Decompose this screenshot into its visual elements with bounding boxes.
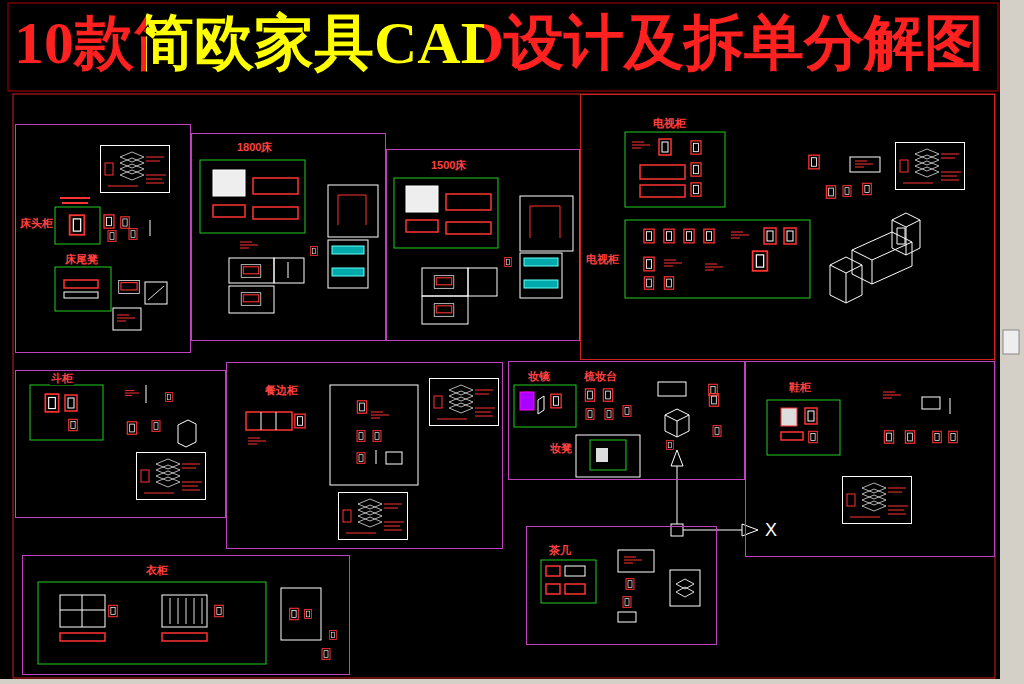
furniture-region: 妆镜 梳妆台妆凳 <box>508 361 745 480</box>
furniture-region: 餐边柜 <box>226 362 503 549</box>
furniture-label: 鞋柜 <box>788 381 812 394</box>
furniture-label: 床头柜 <box>19 217 54 230</box>
furniture-label: 妆镜 <box>527 370 551 383</box>
furniture-label: 餐边柜 <box>264 384 299 397</box>
furniture-region: 斗柜 <box>15 370 226 518</box>
furniture-region: 鞋柜 <box>745 361 995 557</box>
furniture-label: 斗柜 <box>50 372 74 385</box>
axis-label: X <box>764 520 778 540</box>
furniture-region: 1500床 <box>386 149 580 341</box>
furniture-region: 茶几 <box>526 526 717 645</box>
furniture-label: 1500床 <box>430 159 467 172</box>
drawing-title: 10款简欧家具CAD设计及拆单分解图 <box>14 4 984 82</box>
furniture-label: 梳妆台 <box>583 370 618 383</box>
furniture-region: 1800床 <box>191 133 386 341</box>
furniture-label: 床尾凳 <box>64 253 99 266</box>
furniture-label: 茶几 <box>548 544 572 557</box>
furniture-label: 1800床 <box>236 141 273 154</box>
furniture-label: 衣柜 <box>145 564 169 577</box>
furniture-region: 电视柜电视柜 <box>580 94 995 360</box>
furniture-region: 衣柜 <box>22 555 350 675</box>
furniture-region: 床头柜床尾凳 <box>15 124 191 353</box>
furniture-label: 电视柜 <box>652 117 687 130</box>
furniture-label: 妆凳 <box>549 442 573 455</box>
furniture-label: 电视柜 <box>585 253 620 266</box>
